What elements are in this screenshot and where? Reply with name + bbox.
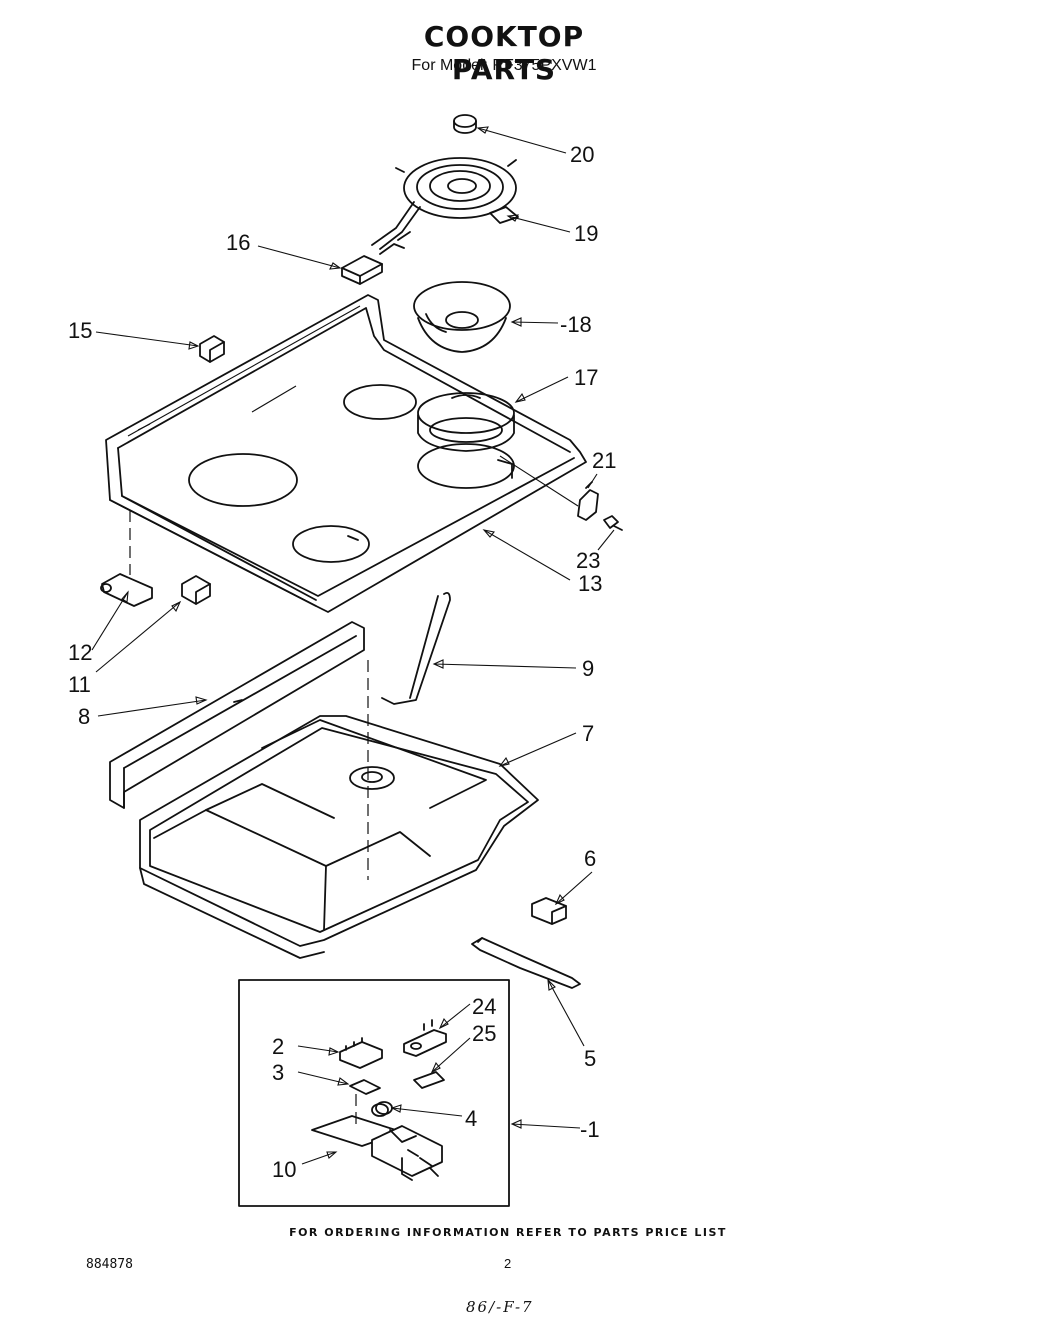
callout-25: 25: [472, 1021, 496, 1046]
model-subtitle: For Model: RF375PXVW1: [411, 57, 597, 74]
part-13-cooktop: [105, 294, 587, 613]
callout-18: -18: [560, 312, 592, 337]
part-2-switch: [339, 1037, 383, 1069]
callout-2: 2: [272, 1034, 284, 1059]
leader-lines: [91, 126, 615, 1165]
callout-13: 13: [578, 571, 602, 596]
part-18-drip-bowl: [413, 281, 511, 353]
callout-labels: 20 19 16 -18 15 17 21 23 13 12 11 9 8 7 …: [68, 142, 616, 1182]
callout-6: 6: [584, 846, 596, 871]
ordering-note: FOR ORDERING INFORMATION REFER TO PARTS …: [289, 1226, 727, 1239]
part-11-clip: [181, 575, 211, 605]
part-4-spacer: [371, 1101, 393, 1117]
callout-4: 4: [465, 1106, 477, 1131]
page-number: 2: [504, 1256, 512, 1271]
part-16-terminal-block: [341, 231, 411, 285]
callout-17: 17: [574, 365, 598, 390]
switch-assembly-box: [238, 979, 510, 1207]
callout-19: 19: [574, 221, 598, 246]
callout-9: 9: [582, 656, 594, 681]
callout-5: 5: [584, 1046, 596, 1071]
callout-20: 20: [570, 142, 594, 167]
callout-21: 21: [592, 448, 616, 473]
callout-10: 10: [272, 1157, 296, 1182]
callout-11: 11: [68, 672, 91, 697]
part-9-rod: [381, 591, 451, 705]
page-title: COOKTOP PARTS: [423, 20, 585, 86]
part-20-cap: [453, 114, 477, 134]
callout-1: -1: [580, 1117, 600, 1142]
part-24-terminal: [403, 1019, 447, 1057]
callout-3: 3: [272, 1060, 284, 1085]
callout-12: 12: [68, 640, 92, 665]
document-number: 884878: [86, 1257, 133, 1272]
callout-8: 8: [78, 704, 90, 729]
part-3-plate: [349, 1079, 381, 1095]
part-25-plate: [413, 1071, 445, 1089]
callout-23: 23: [576, 548, 600, 573]
callout-7: 7: [582, 721, 594, 746]
callout-24: 24: [472, 994, 496, 1019]
part-15-clip: [199, 335, 225, 363]
callout-16: 16: [226, 230, 250, 255]
part-8-rear-panel: [109, 621, 369, 880]
callout-15: 15: [68, 318, 92, 343]
part-6-knob: [531, 897, 567, 925]
part-12-hinge: [100, 510, 153, 607]
part-10-switch-body: [311, 1094, 443, 1181]
part-23-screw: [603, 515, 623, 531]
part-17-trim-ring: [417, 392, 515, 452]
handwritten-note: 86/-F-7: [466, 1298, 534, 1316]
part-21-bracket: [577, 481, 599, 521]
part-19-surface-element: [371, 157, 519, 250]
part-7-burner-box: [139, 715, 539, 959]
part-5-strap: [471, 937, 581, 989]
